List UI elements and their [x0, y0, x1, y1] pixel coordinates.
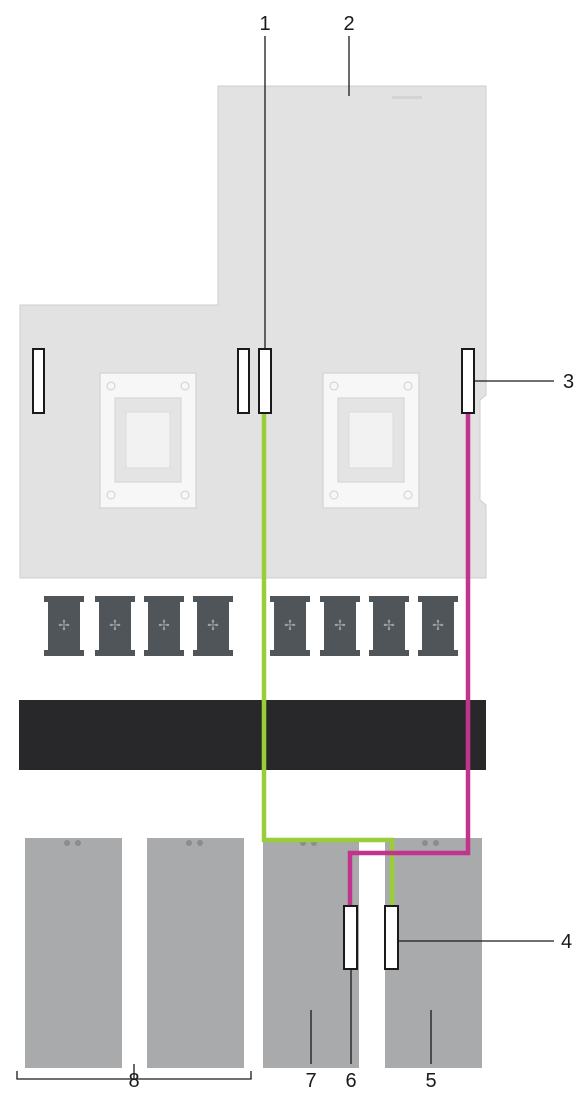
psu-connector-6 [343, 905, 358, 970]
fan-3: ✢ [144, 596, 184, 656]
svg-text:✢: ✢ [207, 618, 219, 634]
psu-left-1 [25, 838, 122, 1068]
psu-5 [385, 838, 482, 1068]
board-connector-1 [258, 348, 272, 414]
bracket-8 [16, 1064, 252, 1080]
fan-5: ✢ [270, 596, 310, 656]
svg-text:✢: ✢ [284, 618, 296, 634]
svg-text:✢: ✢ [432, 618, 444, 634]
backplane-bar [19, 700, 486, 770]
leader-lines [16, 36, 554, 1080]
psu-left-2 [147, 838, 244, 1068]
callout-4: 4 [561, 931, 572, 953]
svg-text:✢: ✢ [109, 618, 121, 634]
callout-5: 5 [425, 1070, 436, 1092]
board-connector-mid [237, 348, 250, 414]
svg-text:✢: ✢ [334, 618, 346, 634]
callout-2: 2 [343, 13, 354, 35]
svg-text:✢: ✢ [158, 618, 170, 634]
callout-1: 1 [259, 13, 270, 35]
cable-green [261, 390, 395, 907]
board-connector-left [32, 348, 45, 414]
fan-6: ✢ [320, 596, 360, 656]
callout-7: 7 [305, 1070, 316, 1092]
fan-8: ✢ [418, 596, 458, 656]
svg-text:✢: ✢ [383, 618, 395, 634]
callout-6: 6 [345, 1070, 356, 1092]
processor-socket-1 [99, 372, 197, 509]
fan-1: ✢ [44, 596, 84, 656]
psu-connector-4 [384, 905, 399, 970]
cooling-fans: ✢ ✢ ✢ ✢ ✢ ✢ ✢ ✢ [44, 596, 458, 656]
fan-7: ✢ [369, 596, 409, 656]
fan-2: ✢ [95, 596, 135, 656]
svg-text:✢: ✢ [58, 618, 70, 634]
power-supply-units [25, 838, 482, 1068]
fan-4: ✢ [193, 596, 233, 656]
callout-8: 8 [128, 1070, 139, 1092]
callout-3: 3 [563, 371, 574, 393]
board-detail [392, 96, 422, 99]
processor-socket-2 [322, 372, 420, 509]
board-connector-3 [461, 348, 475, 414]
cable-magenta [347, 390, 471, 907]
